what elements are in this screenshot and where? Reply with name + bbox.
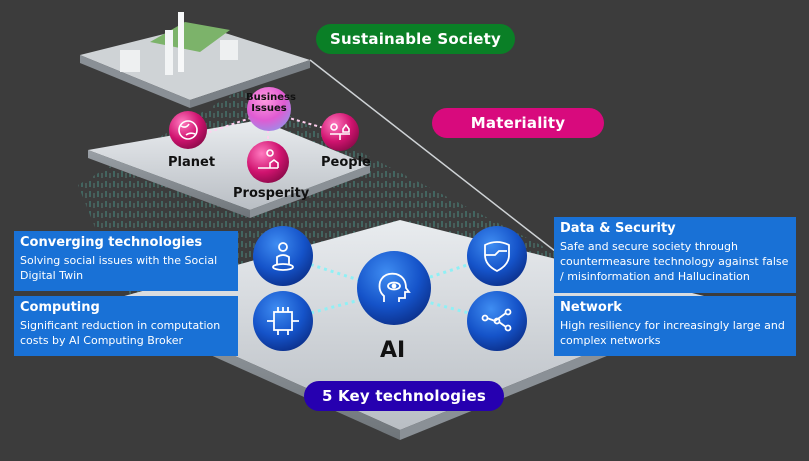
card-title: Network bbox=[560, 300, 622, 315]
ai-sphere bbox=[357, 251, 431, 325]
network-card: Network High resiliency for increasingly… bbox=[554, 296, 796, 356]
people-sphere bbox=[321, 113, 359, 151]
data-security-sphere bbox=[467, 226, 527, 286]
materiality-banner: Materiality bbox=[432, 108, 604, 138]
business-issues-label: Business Issues bbox=[246, 92, 296, 114]
people-balance-icon bbox=[330, 123, 350, 140]
sustainable-society-banner: Sustainable Society bbox=[316, 24, 515, 54]
chip-icon bbox=[267, 307, 299, 335]
card-description: Safe and secure society through counterm… bbox=[560, 240, 789, 283]
people-label: People bbox=[321, 155, 371, 170]
prosperity-label: Prosperity bbox=[233, 186, 310, 201]
network-sphere bbox=[467, 291, 527, 351]
network-nodes-icon bbox=[481, 308, 512, 332]
converging-technologies-card: Converging technologies Solving social i… bbox=[14, 231, 238, 291]
person-digital-twin-icon bbox=[272, 242, 294, 271]
card-title: Computing bbox=[20, 300, 100, 315]
card-title: Converging technologies bbox=[20, 235, 203, 250]
planet-label: Planet bbox=[168, 155, 216, 170]
planet-sphere bbox=[169, 111, 207, 149]
ai-label: AI bbox=[380, 338, 406, 363]
shield-circuit-icon bbox=[484, 241, 510, 273]
globe-leaf-icon bbox=[178, 120, 198, 140]
ai-head-eye-icon bbox=[378, 272, 411, 302]
card-description: Solving social issues with the Social Di… bbox=[20, 254, 218, 282]
prosperity-sphere bbox=[247, 141, 289, 183]
sun-house-icon bbox=[258, 149, 279, 169]
converging-tech-sphere bbox=[253, 226, 313, 286]
card-description: Significant reduction in computation cos… bbox=[20, 319, 221, 347]
computing-sphere bbox=[253, 291, 313, 351]
data-security-card: Data & Security Safe and secure society … bbox=[554, 217, 796, 293]
card-description: High resiliency for increasingly large a… bbox=[560, 319, 785, 347]
card-title: Data & Security bbox=[560, 221, 676, 236]
business-issues-sphere bbox=[247, 87, 291, 131]
computing-card: Computing Significant reduction in compu… bbox=[14, 296, 238, 356]
key-technologies-banner: 5 Key technologies bbox=[304, 381, 504, 411]
